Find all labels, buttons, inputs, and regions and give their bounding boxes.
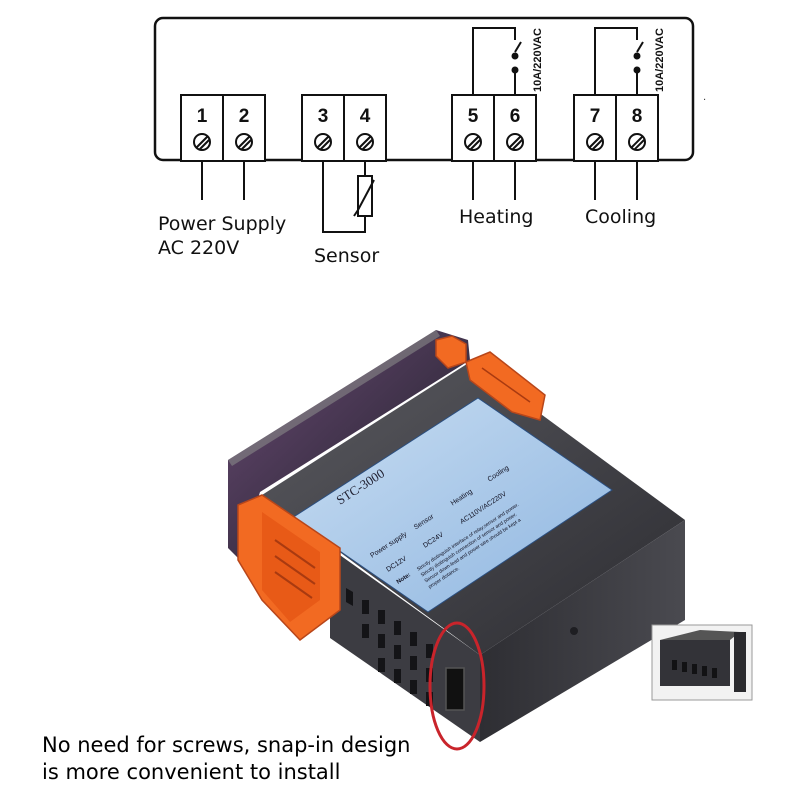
terminal-block-sensor bbox=[301, 94, 387, 162]
screw-terminal-icon bbox=[506, 133, 524, 151]
cooling-relay-rating: 10A/220VAC bbox=[654, 28, 666, 92]
power-voltage-label: AC 220V bbox=[158, 237, 239, 259]
heating-label: Heating bbox=[459, 206, 533, 228]
screw-terminal-icon bbox=[235, 133, 253, 151]
screw-terminal-icon bbox=[586, 133, 604, 151]
screw-terminal-icon bbox=[356, 133, 374, 151]
thermistor-arrow-icon bbox=[353, 179, 375, 217]
terminal-number-7: 7 bbox=[590, 106, 601, 127]
housing-side bbox=[330, 548, 480, 742]
mounting-clip-top bbox=[435, 335, 467, 369]
caption-line-2: is more convenient to install bbox=[42, 760, 341, 784]
terminal-block-power bbox=[180, 94, 266, 162]
terminal-number-4: 4 bbox=[360, 106, 371, 127]
thermistor-icon bbox=[357, 175, 373, 217]
front-bezel bbox=[228, 330, 470, 560]
housing-right bbox=[480, 520, 685, 742]
terminal-number-5: 5 bbox=[468, 106, 479, 127]
terminal-number-2: 2 bbox=[239, 106, 250, 127]
svg-text:·: · bbox=[703, 95, 706, 106]
terminal-number-6: 6 bbox=[510, 106, 521, 127]
screw-terminal-icon bbox=[193, 133, 211, 151]
terminal-number-8: 8 bbox=[632, 106, 643, 127]
snap-latch bbox=[445, 667, 465, 711]
power-supply-label: Power Supply bbox=[158, 213, 286, 235]
inset-closeup bbox=[651, 624, 753, 701]
terminal-number-1: 1 bbox=[197, 106, 208, 127]
screw-terminal-icon bbox=[628, 133, 646, 151]
mount-hole-icon bbox=[570, 627, 578, 635]
screw-terminal-icon bbox=[464, 133, 482, 151]
wiring-label-sticker bbox=[291, 397, 613, 613]
heating-relay-switch bbox=[472, 27, 522, 95]
wiring-diagram: · 1 2 3 4 5 6 7 8 bbox=[153, 16, 706, 267]
cooling-label: Cooling bbox=[585, 206, 656, 228]
heating-relay-rating: 10A/220VAC bbox=[532, 28, 544, 92]
caption: No need for screws, snap-in design is mo… bbox=[42, 732, 411, 786]
mounting-clip-right bbox=[465, 351, 546, 421]
sensor-label: Sensor bbox=[314, 245, 379, 267]
mounting-clip-left bbox=[237, 494, 341, 642]
controller-outline bbox=[153, 16, 695, 162]
terminal-number-3: 3 bbox=[318, 106, 329, 127]
terminal-block-heating bbox=[451, 94, 537, 162]
caption-line-1: No need for screws, snap-in design bbox=[42, 733, 411, 757]
product-photo: STC-3000 Power supply Sensor Heating Coo… bbox=[228, 330, 753, 751]
screw-terminal-icon bbox=[314, 133, 332, 151]
terminal-block-cooling bbox=[573, 94, 659, 162]
cooling-relay-switch bbox=[594, 27, 644, 95]
highlight-ring bbox=[428, 621, 486, 751]
sensor-wire-loop bbox=[322, 161, 366, 233]
